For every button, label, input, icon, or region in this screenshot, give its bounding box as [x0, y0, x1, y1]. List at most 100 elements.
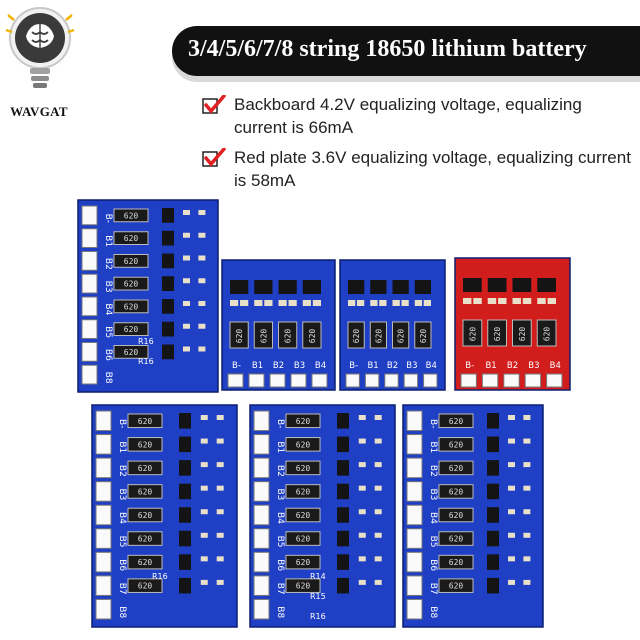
pin-label: B1	[428, 441, 438, 453]
pin-label: B1	[117, 441, 127, 453]
smd-resistor	[285, 554, 321, 570]
resistor-marking: 620	[449, 487, 464, 496]
smd-resistor	[285, 437, 321, 452]
smd-component	[508, 532, 515, 538]
smd-component	[183, 210, 190, 215]
solder-pad	[95, 551, 112, 573]
solder-pad	[95, 434, 112, 455]
pin-label: B1	[252, 361, 263, 371]
smd-resistor	[285, 460, 321, 476]
pin-label: B7	[117, 583, 127, 595]
silkscreen-label: R14	[310, 572, 326, 581]
smd-component	[200, 415, 208, 420]
silkscreen-label: R16	[152, 572, 168, 581]
smd-component	[240, 300, 249, 306]
smd-resistor	[285, 413, 321, 429]
solder-pad	[81, 296, 98, 317]
pin-label: B8	[117, 606, 127, 618]
smd-component	[183, 232, 190, 238]
pin-label: B-	[428, 419, 438, 428]
solder-pad	[481, 373, 499, 388]
pin-label: B3	[103, 281, 113, 293]
smd-component	[278, 300, 287, 306]
ic-chip	[179, 577, 191, 594]
smd-component	[288, 300, 297, 306]
resistor-marking: 620	[296, 535, 311, 544]
smd-component	[348, 300, 356, 306]
wavgat-logo	[5, 7, 75, 88]
smd-component	[508, 509, 515, 515]
resistor-marking: 620	[138, 487, 153, 496]
smd-component	[358, 415, 366, 420]
smd-resistor	[438, 554, 474, 570]
feature-item: Backboard 4.2V equalizing voltage, equal…	[202, 93, 634, 139]
smd-resistor	[438, 460, 474, 476]
ic-chip	[179, 554, 191, 570]
smd-component	[356, 300, 365, 306]
ic-chip	[162, 253, 174, 269]
resistor-marking: 620	[124, 280, 139, 289]
red-check-icon	[202, 148, 226, 167]
ic-chip	[487, 460, 499, 476]
solder-pad	[95, 528, 112, 549]
resistor-marking: 620	[138, 511, 153, 520]
ic-chip	[162, 321, 174, 337]
smd-component	[358, 509, 366, 515]
smd-component	[254, 300, 263, 306]
solder-pad	[406, 504, 423, 526]
smd-component	[183, 255, 190, 261]
solder-pad	[345, 373, 360, 388]
pin-label: B6	[117, 559, 127, 571]
smd-component	[508, 485, 515, 491]
ic-chip	[487, 278, 507, 292]
smd-resistor	[113, 276, 149, 291]
smd-resistor	[347, 321, 365, 349]
smd-resistor	[127, 484, 163, 499]
resistor-marking: 620	[449, 464, 464, 473]
smd-component	[498, 298, 507, 304]
solder-pad	[269, 373, 286, 388]
solder-pad	[406, 528, 423, 549]
solder-pad	[503, 373, 520, 388]
resistor-marking: 620	[449, 417, 464, 426]
resistor-marking: 620	[308, 329, 317, 344]
pin-label: B1	[485, 361, 496, 371]
pin-label: B5	[103, 326, 113, 338]
ic-chip	[487, 530, 499, 547]
pin-label: B2	[275, 465, 285, 477]
ic-chip	[302, 280, 321, 294]
silkscreen-label: R15	[310, 592, 326, 601]
smd-component	[200, 462, 208, 468]
solder-pad	[95, 457, 112, 479]
smd-component	[200, 532, 208, 538]
banner-title: 3/4/5/6/7/8 string 18650 lithium battery	[188, 36, 587, 62]
smd-resistor	[285, 578, 321, 593]
pin-label: B5	[275, 536, 285, 548]
smd-component	[200, 509, 208, 515]
smd-component	[183, 301, 190, 306]
resistor-marking: 620	[138, 440, 153, 449]
smd-component	[374, 556, 382, 562]
solder-pad	[95, 504, 112, 526]
resistor-marking: 620	[518, 327, 527, 342]
pin-label: B8	[275, 606, 285, 618]
resistor-marking: 620	[124, 302, 139, 311]
ic-chip	[230, 280, 249, 294]
ic-chip	[337, 530, 349, 547]
resistor-marking: 620	[374, 329, 383, 344]
pin-label: B2	[273, 361, 284, 371]
smd-resistor	[438, 578, 474, 593]
resistor-marking: 620	[259, 329, 268, 344]
smd-component	[487, 298, 497, 304]
smd-component	[374, 485, 382, 491]
ic-chip	[278, 280, 297, 294]
pin-label: B4	[103, 303, 113, 315]
smd-component	[216, 532, 224, 538]
resistor-marking: 620	[296, 582, 311, 591]
smd-component	[512, 298, 521, 304]
resistor-marking: 620	[138, 582, 153, 591]
smd-component	[200, 485, 208, 491]
